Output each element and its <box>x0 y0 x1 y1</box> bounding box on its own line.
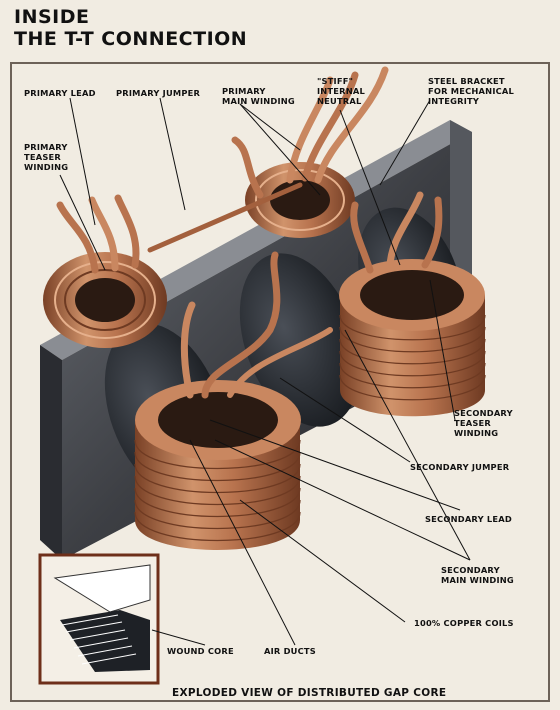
label-secondary-lead: SECONDARY LEAD <box>425 514 512 524</box>
exploded-core-inset <box>38 553 160 685</box>
label-primary-jumper: PRIMARY JUMPER <box>116 88 201 98</box>
label-copper-coils: 100% COPPER COILS <box>414 618 514 628</box>
title-line-1: INSIDE <box>14 6 90 28</box>
label-air-ducts: AIR DUCTS <box>264 646 316 656</box>
illustration-frame <box>10 62 550 702</box>
label-primary-main-winding: PRIMARY MAIN WINDING <box>222 86 295 106</box>
inset-caption: EXPLODED VIEW OF DISTRIBUTED GAP CORE <box>172 687 447 699</box>
label-primary-teaser-winding: PRIMARY TEASER WINDING <box>24 142 69 172</box>
primary-teaser-coil <box>43 252 167 348</box>
label-steel-bracket: STEEL BRACKET FOR MECHANICAL INTEGRITY <box>428 76 515 106</box>
label-secondary-teaser-winding: SECONDARY TEASER WINDING <box>454 408 513 438</box>
secondary-teaser-coil-turns <box>339 314 486 401</box>
leader-lines <box>59 97 471 646</box>
label-secondary-jumper: SECONDARY JUMPER <box>410 462 510 472</box>
label-secondary-main-winding: SECONDARY MAIN WINDING <box>441 565 514 585</box>
label-primary-lead: PRIMARY LEAD <box>24 88 96 98</box>
secondary-main-coil <box>135 380 301 550</box>
label-stiff-internal-neutral: "STIFF" INTERNAL NEUTRAL <box>317 76 365 106</box>
label-wound-core: WOUND CORE <box>167 646 234 656</box>
secondary-leads <box>180 191 443 399</box>
primary-leads <box>56 66 389 274</box>
page-title: INSIDE THE T-T CONNECTION <box>14 6 247 50</box>
title-line-2: THE T-T CONNECTION <box>14 28 248 50</box>
